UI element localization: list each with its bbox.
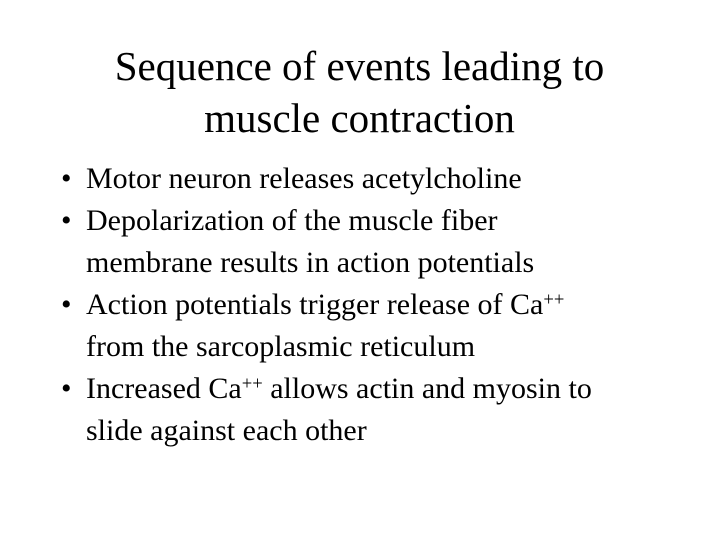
line-text-a: Motor neuron releases acetylcholine [86,162,522,195]
superscript-charge: ++ [241,373,263,395]
bullet-point-icon: • [61,204,72,237]
line-text-a: slide against each other [86,414,367,447]
list-item-line-2: membrane results in action potentials [86,242,695,284]
list-item: • Action potentials trigger release of C… [55,284,695,368]
line-text-a: Action potentials trigger release of Ca [86,288,544,321]
bullet-point-icon: • [61,288,72,321]
list-item-line-1: Motor neuron releases acetylcholine [86,158,695,200]
superscript-charge: ++ [543,289,565,311]
slide-title-line-2: muscle contraction [204,95,515,141]
bullet-point-icon: • [61,372,72,405]
line-text-a: Increased Ca [86,372,242,405]
list-item: • Increased Ca++ allows actin and myosin… [55,368,695,452]
list-item-line-1: Depolarization of the muscle fiber [86,200,695,242]
bullet-point-icon: • [61,162,72,195]
list-item-text: Motor neuron releases acetylcholine [86,158,695,200]
list-item-line-1: Increased Ca++ allows actin and myosin t… [86,368,695,410]
list-item: • Depolarization of the muscle fiber mem… [55,200,695,284]
bullet-list: • Motor neuron releases acetylcholine • … [55,158,695,452]
list-item-text: Increased Ca++ allows actin and myosin t… [86,368,695,452]
line-text-a: from the sarcoplasmic reticulum [86,330,476,363]
line-text-a: Depolarization of the muscle fiber [86,204,498,237]
list-item-line-2: from the sarcoplasmic reticulum [86,326,695,368]
list-item-line-2: slide against each other [86,410,695,452]
list-item-text: Action potentials trigger release of Ca+… [86,284,695,368]
slide-title-line-1: Sequence of events leading to [114,43,605,89]
slide-title: Sequence of events leading to muscle con… [40,40,679,144]
list-item-line-1: Action potentials trigger release of Ca+… [86,284,695,326]
line-text-b: allows actin and myosin to [262,372,592,405]
list-item: • Motor neuron releases acetylcholine [55,158,695,200]
list-item-text: Depolarization of the muscle fiber membr… [86,200,695,284]
line-text-a: membrane results in action potentials [86,246,535,279]
